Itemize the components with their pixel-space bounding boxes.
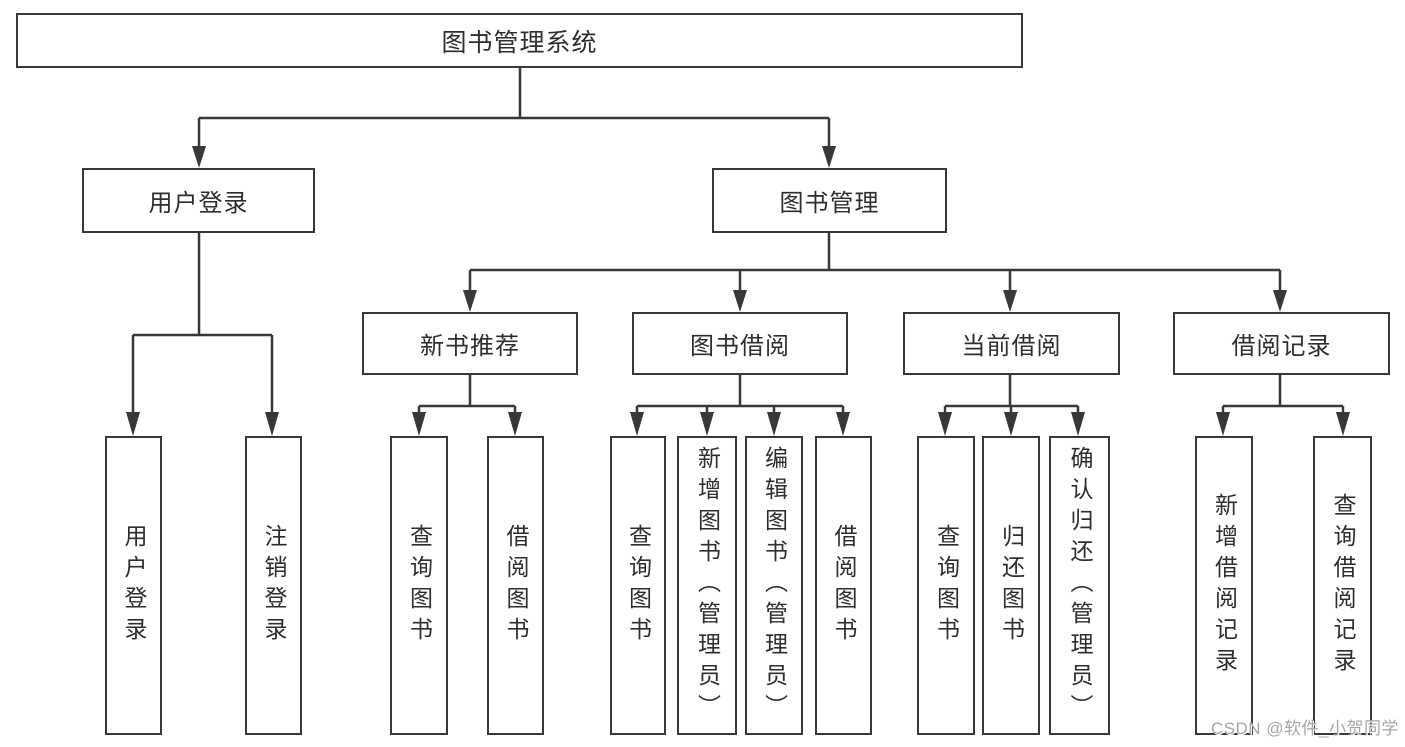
node-user-login-label: 用户登录 [148, 190, 249, 217]
arrowhead-icon [1071, 412, 1085, 436]
arrowhead-icon [265, 412, 279, 436]
leaf-logout-label: 注销登录 [261, 523, 287, 648]
leaf-cb-return-books: 归还图书 [982, 436, 1040, 735]
arrowhead-icon [822, 146, 836, 168]
leaf-logout: 注销登录 [245, 436, 302, 735]
node-user-login: 用户登录 [82, 168, 315, 233]
arrowhead-icon [463, 290, 477, 312]
arrowhead-icon [508, 412, 522, 436]
leaf-bb-add-books-label: 新增图书（管理员） [694, 446, 721, 725]
arrowhead-icon [126, 412, 140, 436]
leaf-br-query-record: 查询借阅记录 [1313, 436, 1372, 735]
node-borrowing-records-label: 借阅记录 [1231, 333, 1332, 360]
arrowhead-icon [836, 412, 850, 436]
arrowhead-icon [700, 412, 714, 436]
leaf-cb-confirm-return-label: 确认归还（管理员） [1067, 446, 1093, 725]
arrowhead-icon [192, 146, 206, 168]
leaf-bb-borrow-books-label: 借阅图书 [831, 523, 857, 648]
leaf-cb-query-books-label: 查询图书 [933, 523, 960, 648]
arrowhead-icon [1336, 412, 1350, 436]
node-book-borrowing: 图书借阅 [632, 312, 848, 375]
watermark-text: CSDN @软件_小贺同学 [1210, 719, 1399, 738]
leaf-bb-query-books-label: 查询图书 [625, 523, 652, 648]
arrowhead-icon [1004, 412, 1018, 436]
leaf-bb-borrow-books: 借阅图书 [815, 436, 872, 735]
leaf-nbr-query-books-label: 查询图书 [406, 523, 433, 648]
leaf-nbr-query-books: 查询图书 [390, 436, 448, 735]
node-book-borrowing-label: 图书借阅 [690, 333, 790, 360]
node-root-label: 图书管理系统 [441, 28, 598, 57]
leaf-bb-edit-books: 编辑图书（管理员） [745, 436, 803, 735]
arrowhead-icon [938, 412, 952, 436]
node-current-borrowing-label: 当前借阅 [961, 333, 1062, 360]
leaf-user-login-label: 用户登录 [121, 523, 147, 648]
node-new-book-recommend-label: 新书推荐 [420, 333, 520, 360]
arrowhead-icon [1003, 290, 1017, 312]
node-new-book-recommend: 新书推荐 [362, 312, 578, 375]
node-borrowing-records: 借阅记录 [1173, 312, 1390, 375]
arrowheads [126, 146, 1350, 436]
arrowhead-icon [733, 290, 747, 312]
leaf-bb-add-books: 新增图书（管理员） [677, 436, 737, 735]
leaf-bb-edit-books-label: 编辑图书（管理员） [761, 446, 788, 725]
leaf-cb-query-books: 查询图书 [917, 436, 975, 735]
connector-path [131, 68, 1345, 412]
leaf-nbr-borrow-books: 借阅图书 [487, 436, 544, 735]
node-root: 图书管理系统 [16, 13, 1023, 68]
arrowhead-icon [412, 412, 426, 436]
node-current-borrowing: 当前借阅 [903, 312, 1120, 375]
arrowhead-icon [1273, 290, 1287, 312]
leaf-br-query-record-label: 查询借阅记录 [1330, 492, 1356, 679]
leaf-bb-query-books: 查询图书 [610, 436, 666, 735]
arrowhead-icon [767, 412, 781, 436]
leaf-user-login: 用户登录 [105, 436, 162, 735]
leaf-nbr-borrow-books-label: 借阅图书 [503, 523, 529, 648]
leaf-br-add-record: 新增借阅记录 [1195, 436, 1253, 735]
node-book-management: 图书管理 [712, 168, 947, 233]
arrowhead-icon [630, 412, 644, 436]
node-book-management-label: 图书管理 [779, 190, 880, 217]
leaf-cb-return-books-label: 归还图书 [998, 523, 1025, 648]
arrowhead-icon [1216, 412, 1230, 436]
leaf-cb-confirm-return: 确认归还（管理员） [1049, 436, 1110, 735]
leaf-br-add-record-label: 新增借阅记录 [1211, 492, 1238, 679]
